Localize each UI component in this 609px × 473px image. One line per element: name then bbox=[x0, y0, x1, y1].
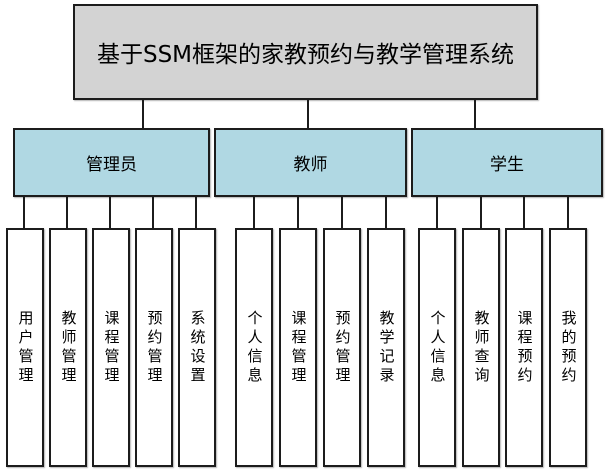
connector-root-teacher bbox=[307, 100, 309, 128]
leaf-teacher-personal-info: 个人信息 bbox=[235, 228, 273, 467]
connector-student-personal-info bbox=[436, 197, 438, 228]
leaf-label: 个人信息 bbox=[245, 309, 264, 386]
leaf-label: 教师查询 bbox=[472, 309, 491, 386]
connector-teacher-personal-info bbox=[253, 197, 255, 228]
connector-root-student bbox=[474, 100, 476, 128]
leaf-label: 我的预约 bbox=[559, 309, 578, 386]
connector-admin-system-settings bbox=[195, 197, 197, 228]
root-node: 基于SSM框架的家教预约与教学管理系统 bbox=[73, 4, 538, 100]
leaf-label: 预约管理 bbox=[145, 309, 164, 386]
leaf-admin-teacher-management: 教师管理 bbox=[49, 228, 87, 467]
connector-student-my-bookings bbox=[567, 197, 569, 228]
leaf-teacher-course-management: 课程管理 bbox=[279, 228, 317, 467]
branch-student-label: 学生 bbox=[490, 155, 524, 175]
leaf-label: 课程预约 bbox=[515, 309, 534, 386]
branch-admin: 管理员 bbox=[13, 128, 210, 197]
connector-student-course-booking bbox=[523, 197, 525, 228]
leaf-label: 课程管理 bbox=[102, 309, 121, 386]
leaf-student-course-booking: 课程预约 bbox=[505, 228, 543, 467]
branch-admin-label: 管理员 bbox=[86, 155, 137, 175]
connector-admin-booking-management bbox=[152, 197, 154, 228]
root-label: 基于SSM框架的家教预约与教学管理系统 bbox=[96, 42, 515, 68]
connector-teacher-course-management bbox=[297, 197, 299, 228]
leaf-teacher-teaching-records: 教学记录 bbox=[367, 228, 405, 467]
leaf-student-my-bookings: 我的预约 bbox=[549, 228, 587, 467]
leaf-admin-booking-management: 预约管理 bbox=[135, 228, 173, 467]
connector-root-admin bbox=[142, 100, 144, 128]
connector-admin-course-management bbox=[109, 197, 111, 228]
leaf-admin-course-management: 课程管理 bbox=[92, 228, 130, 467]
connector-teacher-teaching-records bbox=[385, 197, 387, 228]
leaf-student-teacher-search: 教师查询 bbox=[462, 228, 500, 467]
connector-student-teacher-search bbox=[480, 197, 482, 228]
branch-teacher: 教师 bbox=[214, 128, 407, 197]
leaf-label: 课程管理 bbox=[289, 309, 308, 386]
leaf-label: 个人信息 bbox=[428, 309, 447, 386]
connector-teacher-booking-management bbox=[341, 197, 343, 228]
leaf-admin-user-management: 用户管理 bbox=[6, 228, 44, 467]
leaf-student-personal-info: 个人信息 bbox=[418, 228, 456, 467]
branch-student: 学生 bbox=[411, 128, 603, 197]
leaf-label: 教师管理 bbox=[59, 309, 78, 386]
leaf-label: 用户管理 bbox=[16, 309, 35, 386]
connector-admin-teacher-management bbox=[66, 197, 68, 228]
branch-teacher-label: 教师 bbox=[293, 155, 328, 175]
leaf-admin-system-settings: 系统设置 bbox=[178, 228, 216, 467]
leaf-label: 预约管理 bbox=[333, 309, 352, 386]
connector-admin-user-management bbox=[23, 197, 25, 228]
leaf-label: 系统设置 bbox=[188, 309, 207, 386]
leaf-teacher-booking-management: 预约管理 bbox=[323, 228, 361, 467]
leaf-label: 教学记录 bbox=[377, 309, 396, 386]
